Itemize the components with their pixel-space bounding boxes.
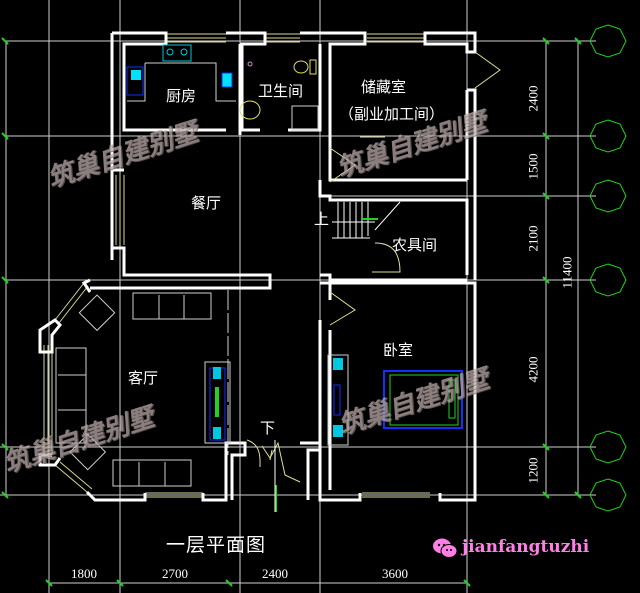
dim-right-5: 1200 (525, 457, 541, 484)
room-label-storage: 储藏室 (361, 78, 407, 96)
dim-right-4: 4200 (525, 356, 541, 383)
room-label-living: 客厅 (128, 369, 159, 387)
dim-right-3: 2100 (525, 225, 541, 252)
room-label-bathroom: 卫生间 (258, 82, 304, 100)
bed (383, 370, 463, 429)
brand-label: jianfangtuzhi (462, 537, 590, 557)
dim-right-1: 2400 (525, 85, 541, 112)
wechat-icon (433, 538, 458, 558)
living-furniture (55, 290, 241, 487)
dim-bottom-1: 1800 (71, 566, 97, 581)
axis-ticks (1, 37, 582, 587)
dim-bottom-3: 2400 (262, 566, 288, 581)
kitchen-fixtures (126, 44, 236, 102)
dim-right-2: 1500 (525, 153, 541, 180)
plan-title: 一层平面图 (166, 534, 267, 556)
dim-right-total: 11400 (559, 256, 575, 289)
stairs (332, 201, 401, 239)
room-label-bedroom: 卧室 (383, 341, 414, 359)
tv-cabinets (204, 354, 349, 446)
bathroom-fixtures (239, 59, 319, 131)
doors (246, 51, 501, 483)
dim-bottom-2: 2700 (162, 566, 188, 581)
windows (43, 33, 430, 498)
stair-down-label: 下 (260, 419, 276, 437)
room-label-dining: 餐厅 (191, 194, 222, 212)
room-label-storage-sub: （副业加工间） (339, 105, 445, 123)
room-label-kitchen: 厨房 (166, 87, 197, 105)
stair-up-label: 上 (314, 210, 330, 228)
axis-grid (0, 0, 596, 593)
dim-bottom-4: 3600 (382, 566, 408, 581)
axis-circles (589, 24, 627, 512)
room-label-tool-room: 农具间 (392, 236, 438, 254)
